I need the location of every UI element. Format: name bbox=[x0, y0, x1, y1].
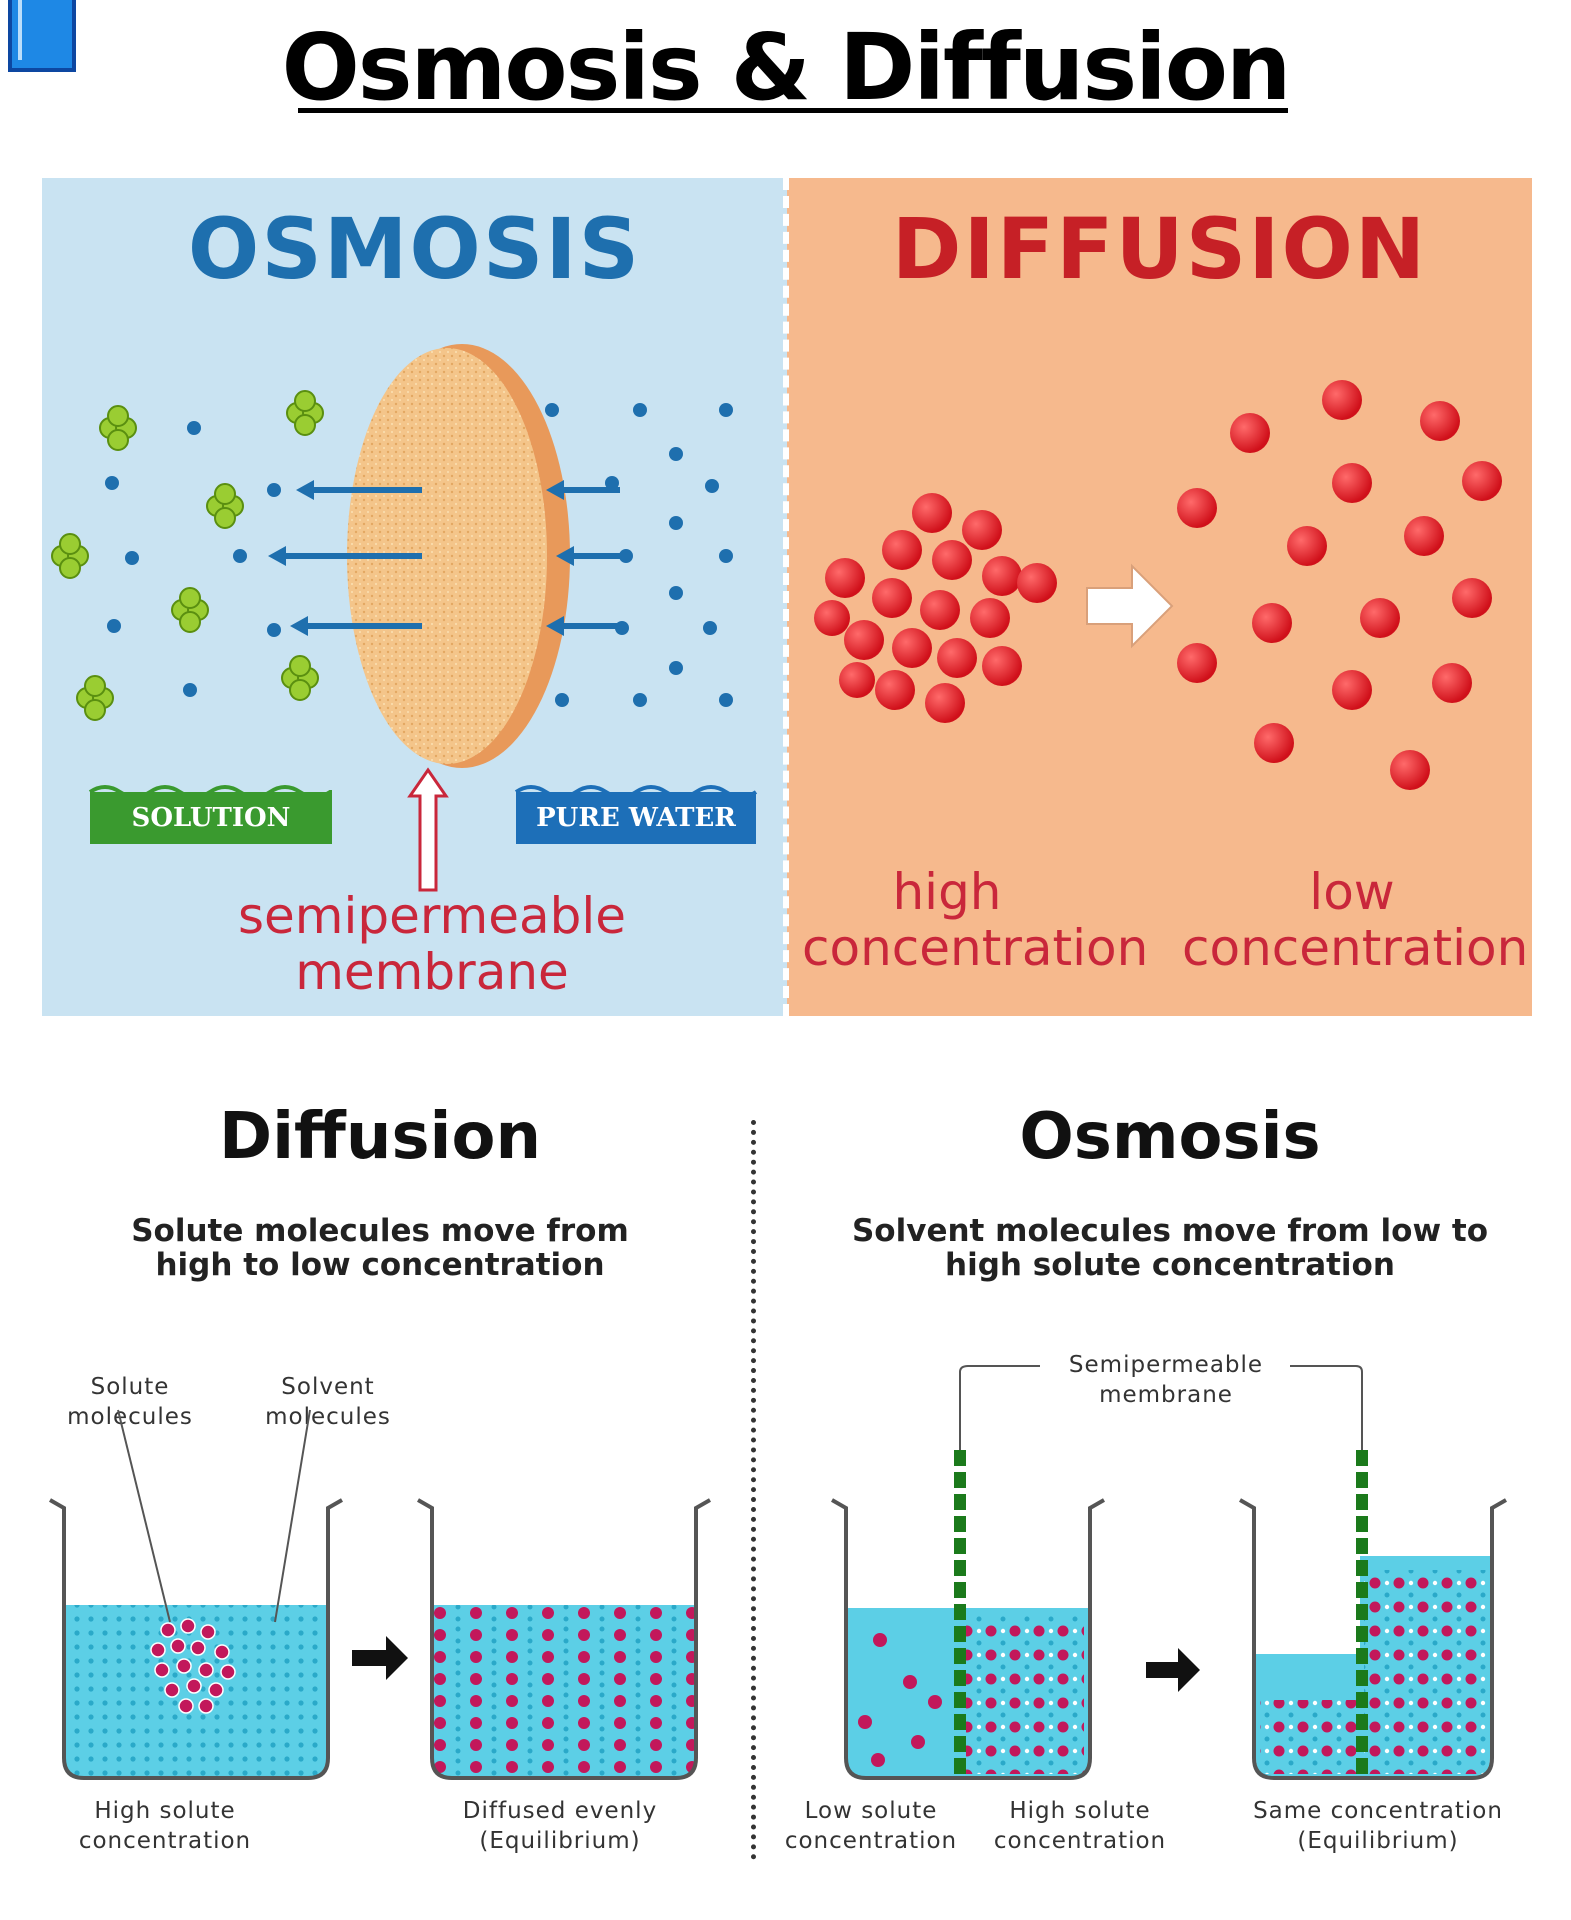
solute-molecules-label: Solute molecules bbox=[67, 1374, 193, 1430]
osmosis-subheading: Osmosis bbox=[1019, 1100, 1321, 1174]
beaker-diagrams bbox=[49, 1365, 1507, 1780]
title-underline bbox=[298, 108, 1288, 113]
same-concentration-caption: Same concentration (Equilibrium) bbox=[1253, 1798, 1503, 1854]
top-illustration bbox=[51, 344, 1502, 892]
arrow-icon bbox=[268, 480, 620, 636]
beaker-osmosis-equilibrium bbox=[1239, 1450, 1507, 1780]
arrow-icon bbox=[352, 1636, 408, 1680]
water-molecules bbox=[105, 403, 733, 707]
semipermeable-membrane-caption: Semipermeable membrane bbox=[1068, 1352, 1264, 1408]
book-icon bbox=[8, 0, 76, 72]
high-solute-osmosis-caption: High solute concentration bbox=[993, 1798, 1167, 1854]
panel-divider bbox=[783, 178, 789, 1016]
solvent-molecules-label: Solvent molecules bbox=[265, 1374, 391, 1430]
page-title: Osmosis & Diffusion bbox=[281, 14, 1292, 121]
diffusion-heading: DIFFUSION bbox=[891, 200, 1428, 298]
semipermeable-membrane-label: semipermeable membrane bbox=[237, 887, 627, 1001]
red-particles-cluster bbox=[814, 493, 1057, 723]
section-divider bbox=[751, 1120, 756, 1860]
osmosis-heading: OSMOSIS bbox=[187, 200, 642, 298]
solution-tag: SOLUTION bbox=[90, 792, 332, 844]
pure-water-tag: PURE WATER bbox=[516, 792, 756, 844]
diffused-evenly-caption: Diffused evenly (Equilibrium) bbox=[462, 1798, 658, 1854]
low-solute-caption: Low solute concentration bbox=[784, 1798, 958, 1854]
high-concentration-label: high concentration bbox=[802, 863, 1149, 977]
low-concentration-label: low concentration bbox=[1182, 863, 1529, 977]
red-particles-spread bbox=[1177, 380, 1502, 790]
diffusion-description: Solute molecules move from high to low c… bbox=[131, 1213, 629, 1283]
osmosis-description: Solvent molecules move from low to high … bbox=[851, 1213, 1488, 1283]
arrow-icon bbox=[1146, 1648, 1200, 1692]
membrane-pointer-arrow bbox=[407, 767, 449, 892]
beaker-osmosis-start bbox=[831, 1450, 1105, 1780]
beaker-high-concentration bbox=[49, 1409, 343, 1780]
diffusion-subheading: Diffusion bbox=[218, 1100, 542, 1174]
solute-molecules bbox=[51, 390, 324, 721]
beaker-equilibrium bbox=[417, 1498, 711, 1780]
high-solute-caption: High solute concentration bbox=[78, 1798, 252, 1854]
diffusion-arrow-icon bbox=[1086, 563, 1174, 649]
top-infographic: OSMOSIS DIFFUSION bbox=[42, 178, 1532, 1016]
membrane-disc bbox=[347, 344, 570, 768]
